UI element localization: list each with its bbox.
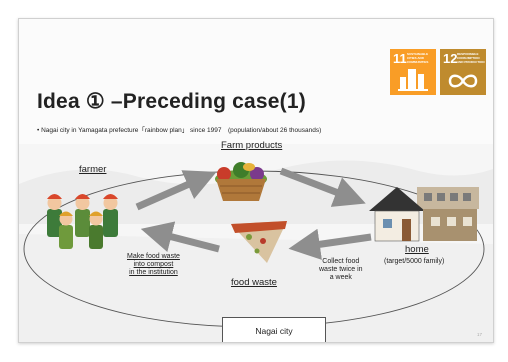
arrow-waste-to-farmer [140, 221, 220, 253]
slide-title: Idea ① –Preceding case(1) [37, 90, 306, 113]
arrow-products-to-home [279, 167, 366, 207]
compost-note-line-1: Make food waste [127, 253, 180, 260]
page-number: 17 [477, 332, 483, 337]
sdg-12-number: 12 [443, 51, 458, 66]
collect-note-line-1: Collect food [322, 258, 360, 265]
infinity-loop-icon [448, 74, 478, 88]
slide: Idea ① –Preceding case(1) 11 SUSTAINABLE… [18, 18, 494, 343]
city-buildings-icon [398, 69, 428, 91]
farmer-illustration [47, 194, 118, 249]
house-illustration [369, 187, 479, 242]
arrow-farmer-to-products [135, 170, 217, 211]
sdg-11-icon: 11 SUSTAINABLE CITIES AND COMMUNITIES [390, 49, 436, 95]
sdg-11-caption: SUSTAINABLE CITIES AND COMMUNITIES [407, 52, 429, 64]
compost-note: Make food waste into compost in the inst… [127, 253, 180, 277]
collect-note-line-2: waste twice in [319, 266, 363, 273]
city-label-box: Nagai city [222, 317, 326, 342]
slide-illustration [19, 144, 493, 342]
vegetable-basket-illustration [215, 162, 267, 201]
collect-note-line-3: a week [329, 274, 352, 281]
farm-products-label: Farm products [221, 140, 283, 151]
food-waste-label: food waste [231, 277, 277, 288]
farmer-label: farmer [79, 164, 107, 175]
bullet-text: • Nagai city in Yamagata prefecture「rain… [37, 127, 322, 134]
sdg-12-caption: RESPONSIBLE CONSUMPTION AND PRODUCTION [457, 52, 485, 64]
sdg-12-icon: 12 RESPONSIBLE CONSUMPTION AND PRODUCTIO… [440, 49, 486, 95]
compost-note-line-3: in the institution [129, 269, 178, 276]
arrow-home-to-waste [288, 228, 372, 260]
food-waste-illustration [231, 221, 287, 263]
collect-note: Collect food waste twice in a week [319, 258, 363, 282]
home-label: home [405, 244, 429, 255]
compost-note-line-2: into compost [133, 261, 174, 268]
home-target-note: (target/5000 family) [384, 258, 445, 265]
sdg-11-number: 11 [393, 51, 407, 66]
